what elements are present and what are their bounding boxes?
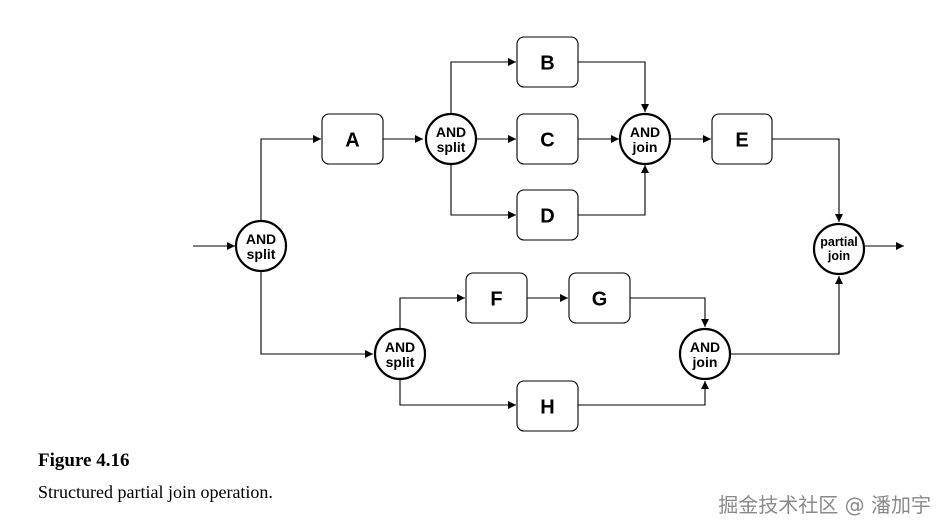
and-join-node-2: AND join [678, 327, 732, 381]
node-label-line1: AND [630, 124, 660, 140]
task-h: H [516, 380, 579, 432]
task-c: C [516, 113, 579, 165]
edges [193, 58, 904, 409]
task-label: A [345, 130, 359, 152]
task-label: F [490, 289, 502, 311]
node-label-line1: AND [246, 231, 276, 247]
figure-label: Figure 4.16 [38, 450, 130, 471]
task-label: H [540, 397, 554, 419]
partial-join-node: partial join [812, 222, 866, 276]
and-join-node-1: AND join [618, 112, 672, 166]
edge-d-join1 [578, 165, 649, 216]
and-split-node-2: AND split [424, 112, 478, 166]
figure-caption: Figure 4.16 Structured partial join oper… [38, 450, 273, 503]
node-label-line2: split [437, 139, 466, 155]
node-label-line1: AND [690, 339, 720, 355]
node-label-line2: split [386, 354, 415, 370]
task-b: B [516, 36, 579, 88]
task-label: C [540, 130, 554, 152]
task-f: F [465, 272, 528, 324]
task-label: E [735, 130, 748, 152]
node-label-line2: join [692, 354, 718, 370]
edge-split1-split2 [260, 272, 373, 358]
node-label-line1: AND [436, 124, 466, 140]
task-label: B [540, 53, 554, 75]
node-label-line2: split [247, 246, 276, 262]
node-label-line1: AND [385, 339, 415, 355]
and-split-node-3: AND split [373, 327, 427, 381]
edge-split2-b [450, 58, 516, 114]
caption-text: Structured partial join operation. [38, 482, 273, 502]
edge-split1-a [260, 135, 321, 220]
edge-e-partial [772, 138, 843, 222]
node-label-line2: join [632, 139, 658, 155]
edge-split2-d [450, 164, 516, 219]
node-label-line2: join [827, 249, 850, 263]
edge-split3-h [399, 380, 516, 409]
edge-join2-partial [731, 276, 843, 355]
and-split-node-1: AND split [234, 219, 288, 273]
workflow-diagram: A B C D E F G H AND split AND split AN [193, 36, 904, 432]
task-e: E [711, 113, 773, 165]
task-label: G [592, 289, 608, 311]
node-label-line1: partial [820, 235, 858, 249]
edge-g-join2 [630, 297, 709, 327]
watermark: 掘金技术社区 @ 潘加宇 [718, 493, 931, 517]
task-label: D [540, 206, 554, 228]
task-a: A [321, 113, 384, 165]
task-d: D [516, 189, 579, 241]
task-g: G [568, 272, 631, 324]
edge-split3-f [399, 294, 465, 328]
edge-b-join1 [578, 61, 649, 112]
edge-h-join2 [578, 381, 709, 406]
